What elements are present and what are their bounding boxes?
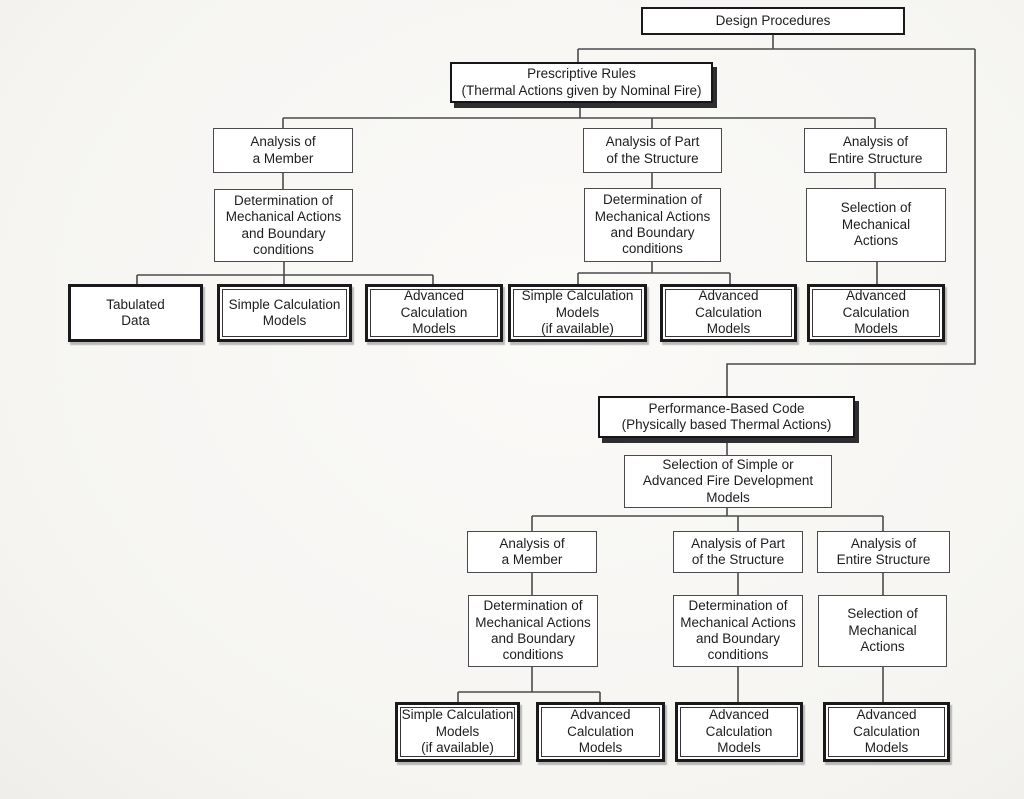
node-simple-calculation-if-available-top: Simple Calculation Models (if available) [508,284,647,342]
node-label: Advanced Calculation Models [541,707,660,757]
node-analysis-entire-bottom: Analysis of Entire Structure [817,531,950,573]
node-performance-based-code: Performance-Based Code (Physically based… [598,396,855,438]
node-fire-development-models: Selection of Simple or Advanced Fire Dev… [624,455,832,508]
node-analysis-part-bottom: Analysis of Part of the Structure [673,531,803,573]
node-advanced-calculation-top-right: Advanced Calculation Models [807,284,945,342]
node-selection-mechanical-bottom: Selection of Mechanical Actions [818,595,947,667]
node-label: Simple Calculation Models (if available) [513,288,642,337]
node-advanced-calculation-top-left: Advanced Calculation Models [365,284,503,342]
node-analysis-entire-top: Analysis of Entire Structure [804,128,947,173]
node-determination-bottom-mid: Determination of Mechanical Actions and … [673,595,803,667]
node-analysis-part-top: Analysis of Part of the Structure [583,128,722,173]
node-determination-top-mid: Determination of Mechanical Actions and … [584,188,721,262]
node-advanced-calculation-bottom-left: Advanced Calculation Models [536,702,665,762]
node-analysis-member-top: Analysis of a Member [213,128,353,173]
node-simple-calculation-top: Simple Calculation Models [217,284,352,342]
node-selection-mechanical-top: Selection of Mechanical Actions [806,188,946,262]
node-analysis-member-bottom: Analysis of a Member [467,531,597,573]
node-label: Advanced Calculation Models [665,288,792,337]
node-determination-bottom-left: Determination of Mechanical Actions and … [468,595,598,667]
node-advanced-calculation-bottom-mid: Advanced Calculation Models [675,702,803,762]
node-advanced-calculation-bottom-right: Advanced Calculation Models [823,702,950,762]
node-label: Advanced Calculation Models [680,707,798,757]
node-label: Advanced Calculation Models [828,707,945,757]
node-label: Advanced Calculation Models [370,288,498,337]
node-prescriptive-rules: Prescriptive Rules (Thermal Actions give… [450,62,713,103]
node-simple-calculation-if-available-bottom: Simple Calculation Models (if available) [395,702,520,762]
node-advanced-calculation-top-mid: Advanced Calculation Models [660,284,797,342]
node-label: Simple Calculation Models (if available) [400,707,515,757]
node-label: Simple Calculation Models [222,289,347,337]
node-tabulated-data: Tabulated Data [68,284,203,342]
node-design-procedures: Design Procedures [641,7,905,35]
node-determination-top-left: Determination of Mechanical Actions and … [214,189,353,262]
node-label: Advanced Calculation Models [812,288,940,337]
